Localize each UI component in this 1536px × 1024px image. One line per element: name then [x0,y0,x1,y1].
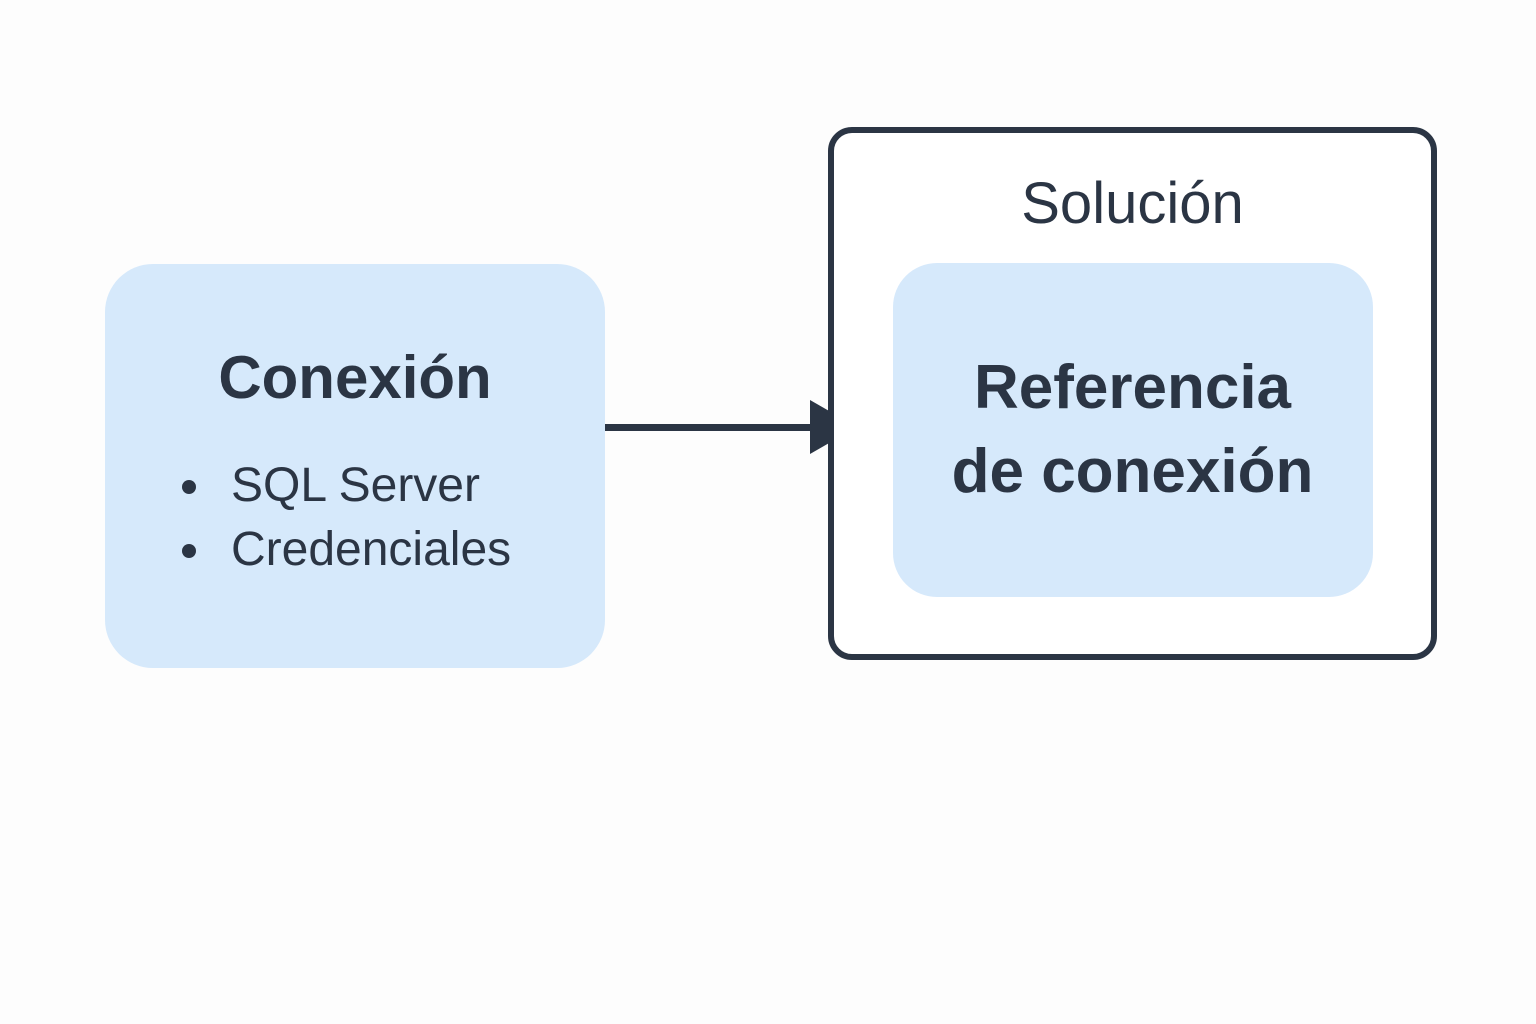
connection-node: Conexión SQL Server Credenciales [105,264,605,668]
connection-node-title: Conexión [218,344,492,411]
connection-node-list: SQL Server Credenciales [217,454,605,583]
list-item-sql-server: SQL Server [217,454,605,518]
solution-container-label: Solución [1021,171,1244,236]
list-item-credenciales: Credenciales [217,518,605,582]
arrow-shaft [605,424,817,431]
solution-container: Solución Referencia de conexión [828,127,1437,660]
reference-node-label-line-2: de conexión [951,436,1314,506]
connection-reference-node: Referencia de conexión [892,262,1373,597]
reference-node-label-line-1: Referencia [973,352,1292,422]
